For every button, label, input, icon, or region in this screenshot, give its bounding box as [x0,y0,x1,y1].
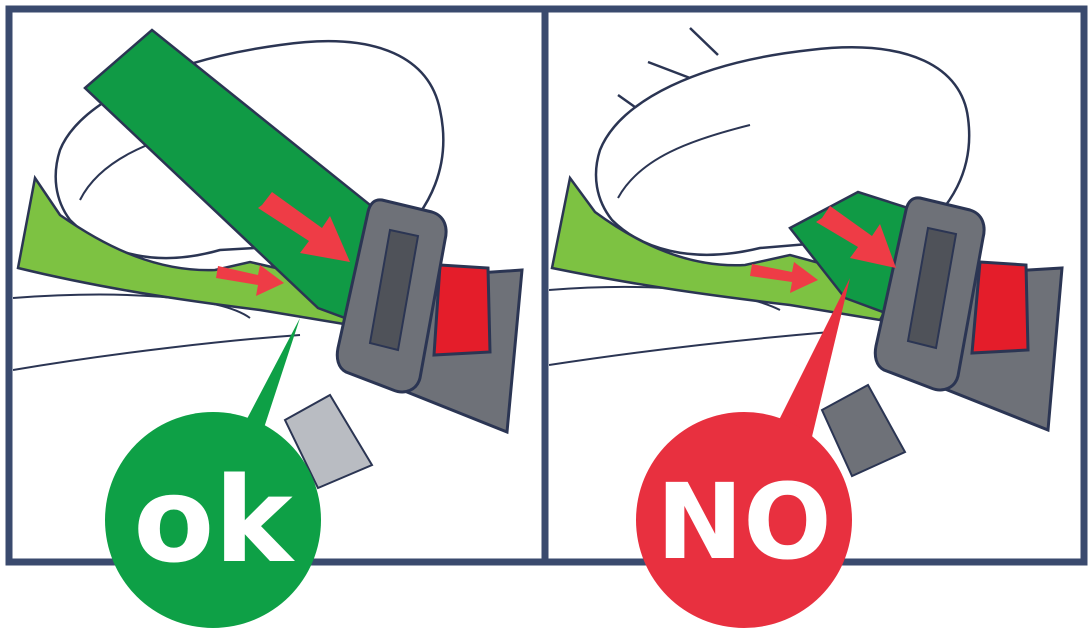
buckle-release-button [972,262,1028,353]
panel-correct: ok [9,9,545,628]
panel-incorrect: NO [545,9,1084,628]
buckle-release-button [434,265,490,355]
no-badge-label: NO [656,461,831,583]
ok-badge-label: ok [133,451,295,589]
